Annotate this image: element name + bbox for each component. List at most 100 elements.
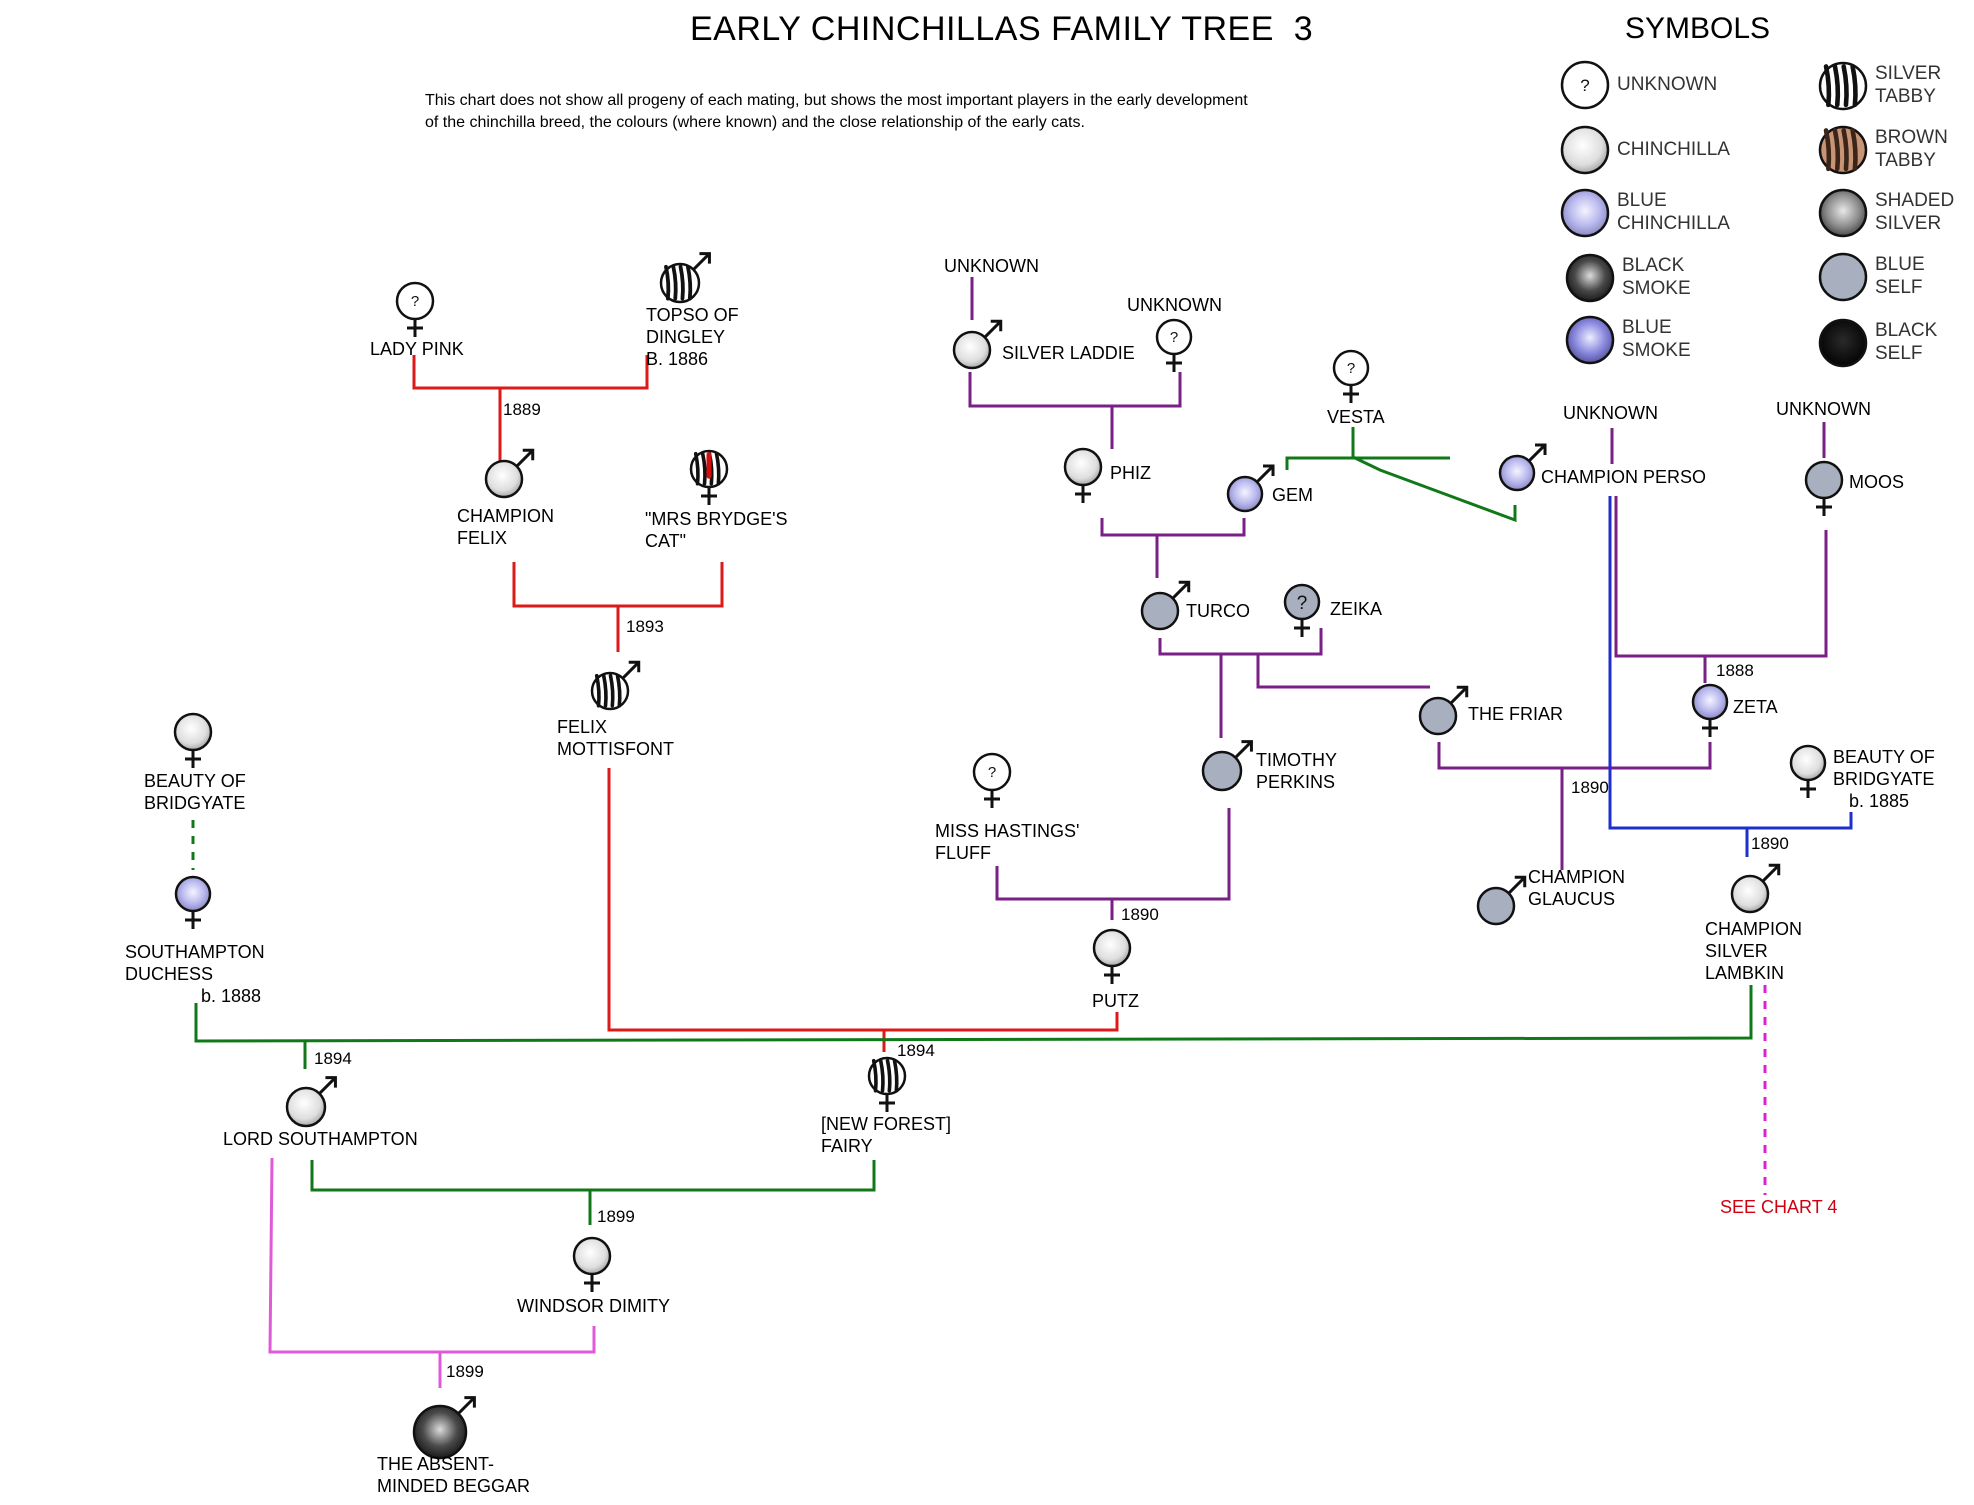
cat-name-line: THE FRIAR <box>1468 704 1564 724</box>
legend-swatch-silver-tabby <box>1818 61 1868 111</box>
cat-symbol-miss-hastings: ? <box>972 752 1012 808</box>
cat-symbol-champion-perso <box>1498 443 1547 492</box>
year-label-1894a: 1894 <box>314 1049 352 1068</box>
cat-symbol-moos <box>1804 460 1844 516</box>
cat-name-line: b. 1885 <box>1849 791 1910 811</box>
cat-symbol-turco <box>1140 580 1191 631</box>
cat-name-line: TIMOTHY <box>1256 750 1337 770</box>
cat-label-zeta: ZETA <box>1733 696 1778 718</box>
cat-name-line: ZEIKA <box>1330 599 1383 619</box>
svg-text:?: ? <box>1297 593 1308 614</box>
cat-symbol-new-forest-fairy <box>867 1056 907 1112</box>
cat-symbol-putz <box>1092 928 1132 984</box>
svg-text:?: ? <box>411 293 419 310</box>
legend-label-chinchilla: CHINCHILLA <box>1617 138 1730 161</box>
year-label-1893: 1893 <box>626 617 664 636</box>
legend-label-line: SMOKE <box>1622 278 1691 299</box>
cat-name-line: PUTZ <box>1092 991 1139 1011</box>
cat-symbol-southampton-duchess <box>174 875 212 929</box>
cat-symbol-lord-southampton <box>285 1076 337 1128</box>
legend-swatch-blue-smoke <box>1565 315 1615 365</box>
cat-label-vesta: VESTA <box>1327 406 1385 428</box>
line-gem-vesta <box>1285 456 1450 470</box>
cat-symbol-mrs-brydge <box>689 449 729 505</box>
cat-label-unknown-c: UNKNOWN <box>1563 402 1658 424</box>
cat-name-line: FAIRY <box>821 1136 873 1156</box>
year-label-1890b: 1890 <box>1121 905 1159 924</box>
cat-name-line: UNKNOWN <box>944 256 1039 276</box>
legend-label-line: SHADED <box>1875 190 1955 211</box>
legend-swatch-blue-chinchilla <box>1560 188 1610 238</box>
legend-label-line: BLACK <box>1875 320 1938 341</box>
cat-symbol-timothy-perkins <box>1201 740 1253 792</box>
legend-label-line: BROWN <box>1875 127 1948 148</box>
cat-name-line: CHAMPION <box>1528 867 1626 887</box>
cat-name-line: ZETA <box>1733 697 1778 717</box>
cat-name-line: LORD SOUTHAMPTON <box>223 1129 418 1149</box>
cat-name-line: BRIDGYATE <box>144 793 246 813</box>
cat-name-line: THE ABSENT- <box>377 1454 495 1474</box>
cat-label-the-friar: THE FRIAR <box>1468 703 1563 725</box>
cat-name-line: CHAMPION <box>457 506 555 526</box>
cat-symbol-felix-mottisfont <box>590 660 641 711</box>
cat-symbol-champion-felix <box>484 448 535 499</box>
chart-number: 3 <box>1293 10 1314 48</box>
year-label-1888: 1888 <box>1716 661 1754 680</box>
cat-label-turco: TURCO <box>1186 600 1250 622</box>
legend-swatch-brown-tabby <box>1818 125 1868 175</box>
svg-text:?: ? <box>1580 76 1589 95</box>
legend-label-line: SILVER <box>1875 63 1942 84</box>
cat-name-line: FELIX <box>557 717 608 737</box>
year-label-1894b: 1894 <box>897 1041 935 1060</box>
cat-name-line: SILVER <box>1705 941 1768 961</box>
legend-label-unknown: UNKNOWN <box>1617 73 1717 96</box>
cat-name-line: WINDSOR DIMITY <box>517 1296 670 1316</box>
cat-name-line: MOTTISFONT <box>557 739 674 759</box>
year-label-1899a: 1899 <box>597 1207 635 1226</box>
line-friar-zeta <box>1437 742 1712 770</box>
cat-name-line: BRIDGYATE <box>1833 769 1935 789</box>
line-silverladdie-unknownb <box>968 372 1182 408</box>
cat-symbol-zeika: ? <box>1283 583 1321 637</box>
cat-name-line: b. 1888 <box>201 986 262 1006</box>
line-phiz-gem <box>1100 518 1246 537</box>
year-label-1890c: 1890 <box>1751 834 1789 853</box>
legend-swatch-unknown: ? <box>1560 60 1610 110</box>
cat-name-line: CAT" <box>645 531 687 551</box>
see-chart-4-link[interactable]: SEE CHART 4 <box>1720 1197 1838 1217</box>
cat-name-line: UNKNOWN <box>1776 399 1871 419</box>
cat-symbol-champion-glaucus <box>1476 875 1527 926</box>
line-perso-beauty-r <box>1608 496 1853 830</box>
line-felix-mrsbrydge <box>512 562 724 608</box>
cat-name-line: [NEW FOREST] <box>821 1114 951 1134</box>
cat-label-unknown-b: UNKNOWN <box>1127 294 1222 316</box>
legend-label-line: BLUE <box>1622 317 1672 338</box>
cat-symbol-gem <box>1226 464 1275 513</box>
cat-name-line: MINDED BEGGAR <box>377 1476 531 1496</box>
cat-symbol-beauty-bridgyate-l <box>173 712 213 768</box>
chart-title-text: EARLY CHINCHILLAS FAMILY TREE <box>690 10 1274 48</box>
cat-label-moos: MOOS <box>1849 471 1904 493</box>
cat-label-new-forest-fairy: [NEW FOREST]FAIRY <box>821 1113 951 1157</box>
cat-symbol-zeta <box>1691 683 1729 737</box>
cat-name-line: SOUTHAMPTON <box>125 942 265 962</box>
legend-label-line: SELF <box>1875 277 1923 298</box>
cat-symbol-topso <box>659 252 711 304</box>
line-turco-zeika <box>1158 628 1323 656</box>
line-perso-moos <box>1614 496 1828 658</box>
cat-name-line: PERKINS <box>1256 772 1336 792</box>
description-line-2: of the chinchilla breed, the colours (wh… <box>425 114 1085 131</box>
chart-description: This chart does not show all progeny of … <box>425 90 1425 134</box>
cat-label-unknown-a: UNKNOWN <box>944 255 1039 277</box>
